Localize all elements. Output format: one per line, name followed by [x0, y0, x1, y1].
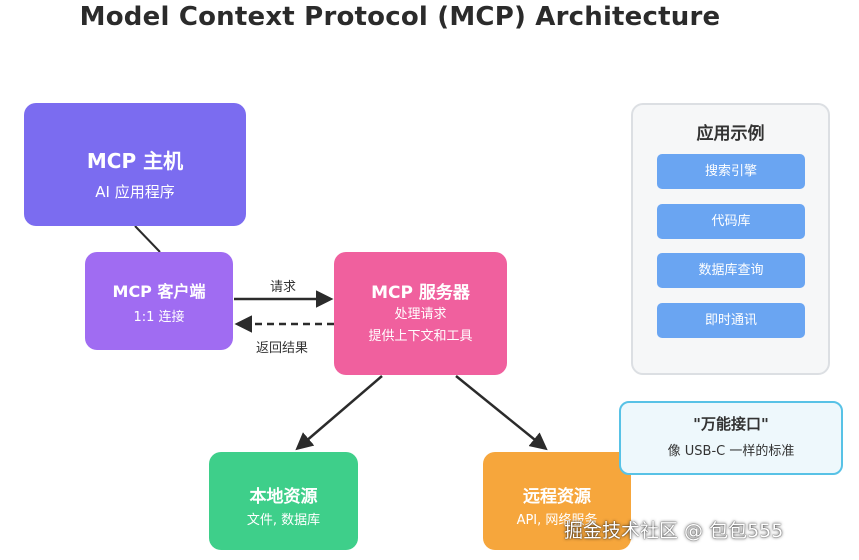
example-item-messaging: 即时通讯 [657, 303, 805, 338]
response-label: 返回结果 [256, 341, 309, 356]
example-item-codebase: 代码库 [657, 204, 805, 239]
watermark: 掘金技术社区 @ 包包555 [564, 520, 784, 542]
local-desc: 文件, 数据库 [246, 513, 321, 528]
universal-interface-callout: "万能接口" 像 USB-C 一样的标准 [619, 401, 843, 475]
server-local-arrow [295, 375, 383, 451]
host-client-link [134, 225, 161, 253]
diagram-title: Model Context Protocol (MCP) Architectur… [79, 2, 721, 32]
examples-title: 应用示例 [696, 124, 765, 144]
remote-resources-node: 远程资源 API, 网络服务 [483, 452, 631, 550]
server-remote-arrow [455, 375, 548, 451]
universal-title: "万能接口" [693, 415, 769, 433]
local-name: 本地资源 [249, 487, 318, 507]
server-desc-1: 处理请求 [394, 307, 447, 322]
client-name: MCP 客户端 [112, 282, 206, 301]
server-desc-2: 提供上下文和工具 [368, 329, 473, 344]
example-item-search: 搜索引擎 [657, 154, 805, 189]
mcp-client-node: MCP 客户端 1:1 连接 [85, 252, 233, 350]
mcp-server-node: MCP 服务器 处理请求 提供上下文和工具 [334, 252, 507, 375]
server-name: MCP 服务器 [371, 283, 470, 303]
host-name: MCP 主机 [86, 149, 184, 173]
request-label: 请求 [270, 280, 297, 295]
local-resources-node: 本地资源 文件, 数据库 [209, 452, 358, 550]
examples-panel: 应用示例 搜索引擎 代码库 数据库查询 即时通讯 [631, 103, 830, 375]
mcp-host-node: MCP 主机 AI 应用程序 [24, 103, 246, 226]
host-desc: AI 应用程序 [95, 183, 175, 201]
remote-desc: API, 网络服务 [516, 513, 598, 528]
client-desc: 1:1 连接 [133, 310, 185, 325]
remote-name: 远程资源 [523, 487, 591, 507]
universal-desc: 像 USB-C 一样的标准 [667, 444, 795, 459]
example-item-database: 数据库查询 [657, 253, 805, 288]
